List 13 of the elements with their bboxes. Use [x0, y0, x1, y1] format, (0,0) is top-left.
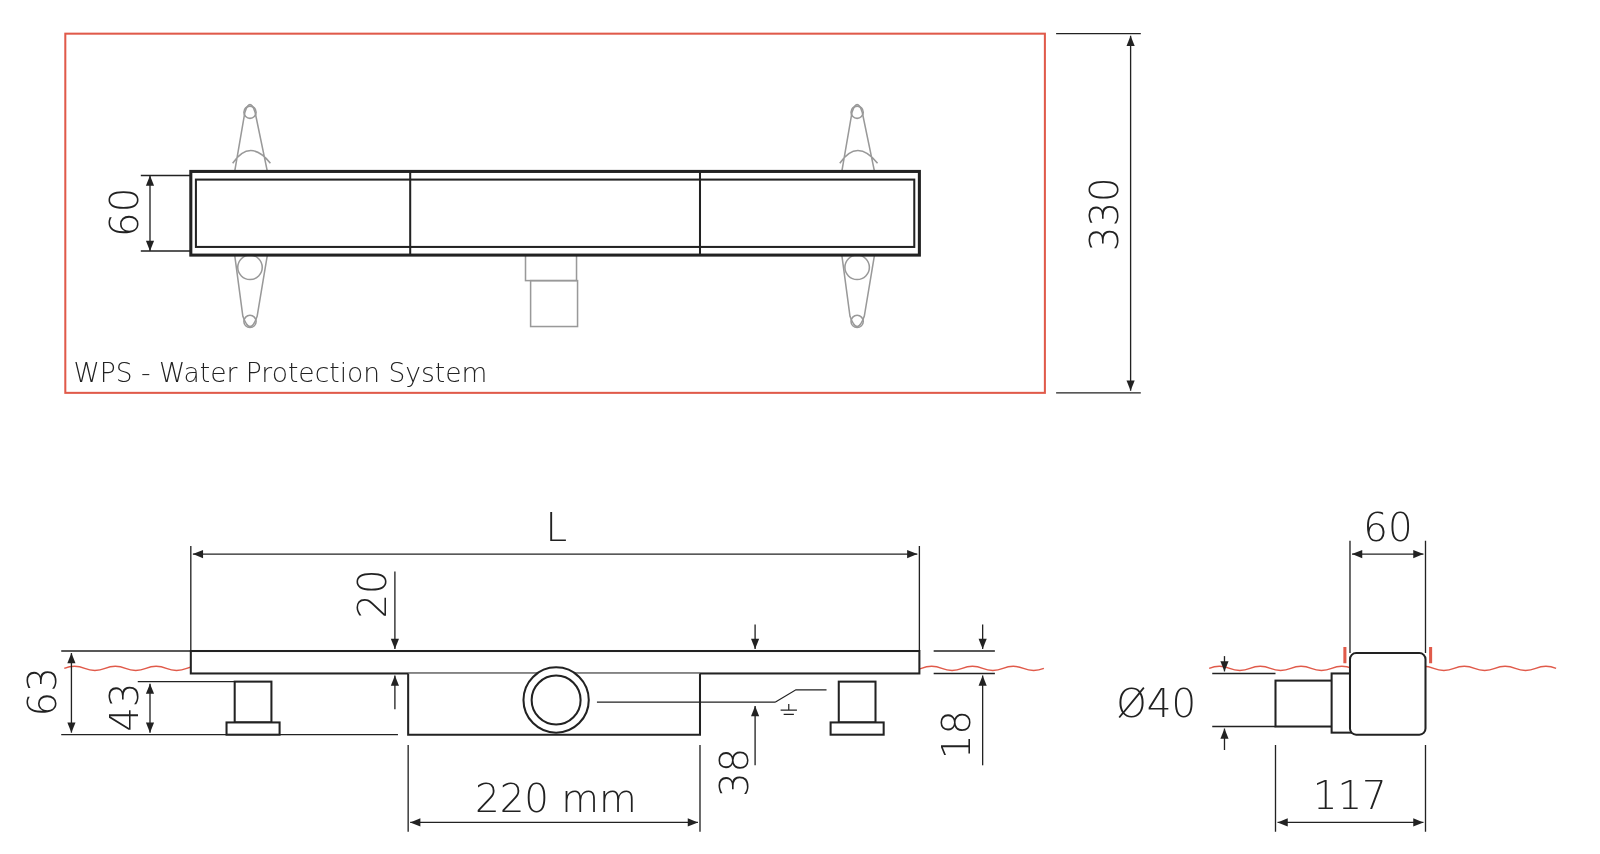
- dimension-value: 18: [936, 710, 976, 760]
- dimension-value: 60: [1363, 508, 1413, 547]
- dimension-value: 43: [105, 682, 145, 732]
- dimension-value: 117: [1312, 776, 1387, 816]
- dimension-value: 60: [105, 187, 145, 237]
- dimension-value: 38: [715, 747, 755, 798]
- dimension-value: Ø40: [1116, 684, 1197, 724]
- view-caption: WPS - Water Protection System: [73, 359, 488, 386]
- dimension-value: 20: [353, 569, 392, 619]
- dimension-value: 63: [23, 667, 63, 717]
- dimension-value: L: [545, 508, 567, 547]
- dimension-value: 330: [1084, 177, 1124, 252]
- dimension-value: 220 mm: [475, 779, 637, 819]
